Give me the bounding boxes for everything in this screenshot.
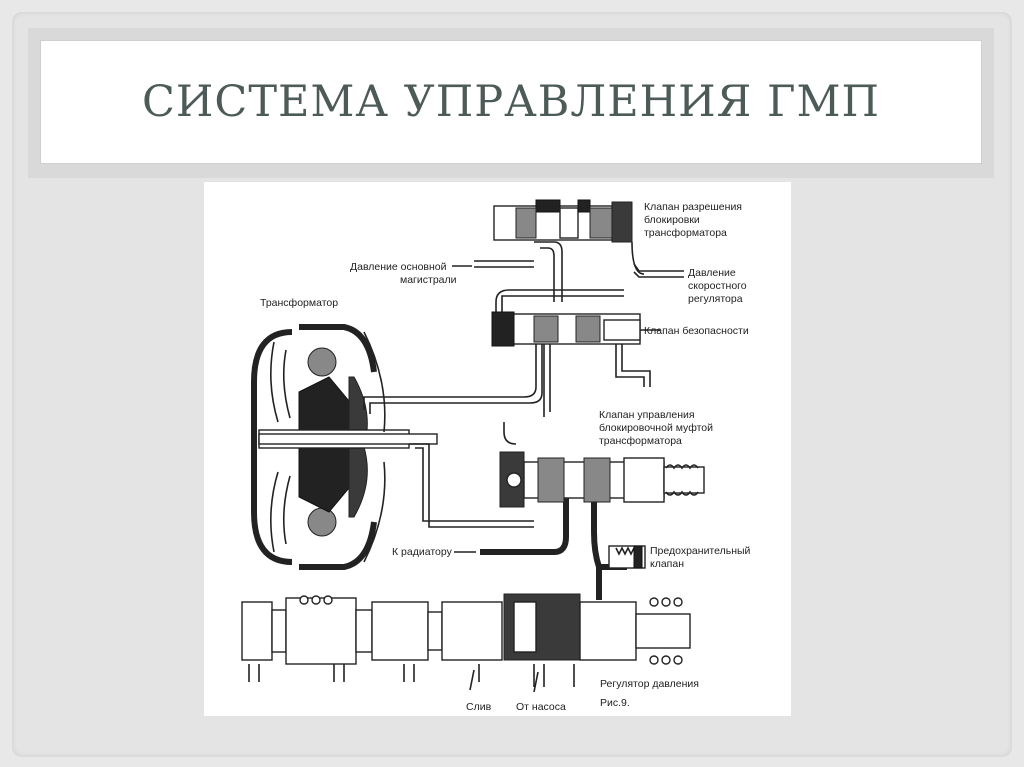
safety-valve — [491, 311, 660, 347]
hydraulic-diagram-figure: Клапан разрешения блокировки трансформат… — [204, 182, 791, 716]
label-permission-valve-2: блокировки — [644, 214, 700, 226]
label-figure-number: Рис.9. — [600, 697, 630, 709]
svg-text:Клапан безопасности: Клапан безопасности — [644, 325, 749, 337]
label-safety-valve: Клапан безопасности — [644, 325, 749, 337]
hydraulic-diagram: Клапан разрешения блокировки трансформат… — [241, 199, 751, 713]
svg-text:магистрали: магистрали — [400, 274, 457, 286]
svg-text:От насоса: От насоса — [516, 701, 566, 713]
svg-text:Слив: Слив — [466, 701, 492, 713]
svg-text:Регулятор давления: Регулятор давления — [600, 678, 699, 690]
svg-text:блокировочной муфтой: блокировочной муфтой — [599, 422, 713, 434]
svg-text:Предохранительный: Предохранительный — [650, 545, 751, 557]
svg-text:Давление: Давление — [688, 267, 736, 279]
slide-title: СИСТЕМА УПРАВЛЕНИЯ ГМП — [142, 77, 880, 127]
label-lockup-control-3: трансформатора — [599, 435, 682, 447]
label-governor-pressure-1: Давление — [688, 267, 736, 279]
label-main-pressure-2: магистрали — [400, 274, 457, 286]
label-governor-pressure-2: скоростного — [688, 280, 747, 292]
svg-text:Давление основной: Давление основной — [350, 261, 447, 273]
label-pressure-regulator: Регулятор давления — [600, 678, 699, 690]
svg-text:Клапан разрешения: Клапан разрешения — [644, 201, 742, 213]
label-to-radiator: К радиатору — [392, 546, 453, 558]
relief-valve — [608, 545, 646, 569]
svg-text:К радиатору: К радиатору — [392, 546, 453, 558]
svg-text:блокировки: блокировки — [644, 214, 700, 226]
label-drain: Слив — [466, 701, 492, 713]
svg-text:трансформатора: трансформатора — [599, 435, 682, 447]
svg-text:трансформатора: трансформатора — [644, 227, 727, 239]
label-transformer: Трансформатор — [260, 297, 338, 309]
svg-text:Рис.9.: Рис.9. — [600, 697, 630, 709]
svg-text:Трансформатор: Трансформатор — [260, 297, 338, 309]
label-permission-valve-1: Клапан разрешения — [644, 201, 742, 213]
label-governor-pressure-3: регулятора — [688, 293, 743, 305]
diagram-labels: Клапан разрешения блокировки трансформат… — [260, 201, 751, 713]
pressure-regulator — [241, 593, 691, 687]
svg-text:скоростного: скоростного — [688, 280, 747, 292]
lockup-control-valve — [499, 451, 705, 508]
label-relief-valve-1: Предохранительный — [650, 545, 751, 557]
svg-text:регулятора: регулятора — [688, 293, 743, 305]
label-main-pressure-1: Давление основной — [350, 261, 447, 273]
title-box: СИСТЕМА УПРАВЛЕНИЯ ГМП — [40, 40, 982, 164]
svg-text:клапан: клапан — [650, 558, 684, 570]
svg-text:Клапан управления: Клапан управления — [599, 409, 695, 421]
torque-converter — [251, 324, 438, 570]
label-lockup-control-1: Клапан управления — [599, 409, 695, 421]
label-from-pump: От насоса — [516, 701, 566, 713]
label-lockup-control-2: блокировочной муфтой — [599, 422, 713, 434]
leader-arrows — [452, 265, 539, 693]
lockup-permission-valve — [493, 199, 645, 275]
piping — [363, 241, 684, 600]
label-relief-valve-2: клапан — [650, 558, 684, 570]
label-permission-valve-3: трансформатора — [644, 227, 727, 239]
